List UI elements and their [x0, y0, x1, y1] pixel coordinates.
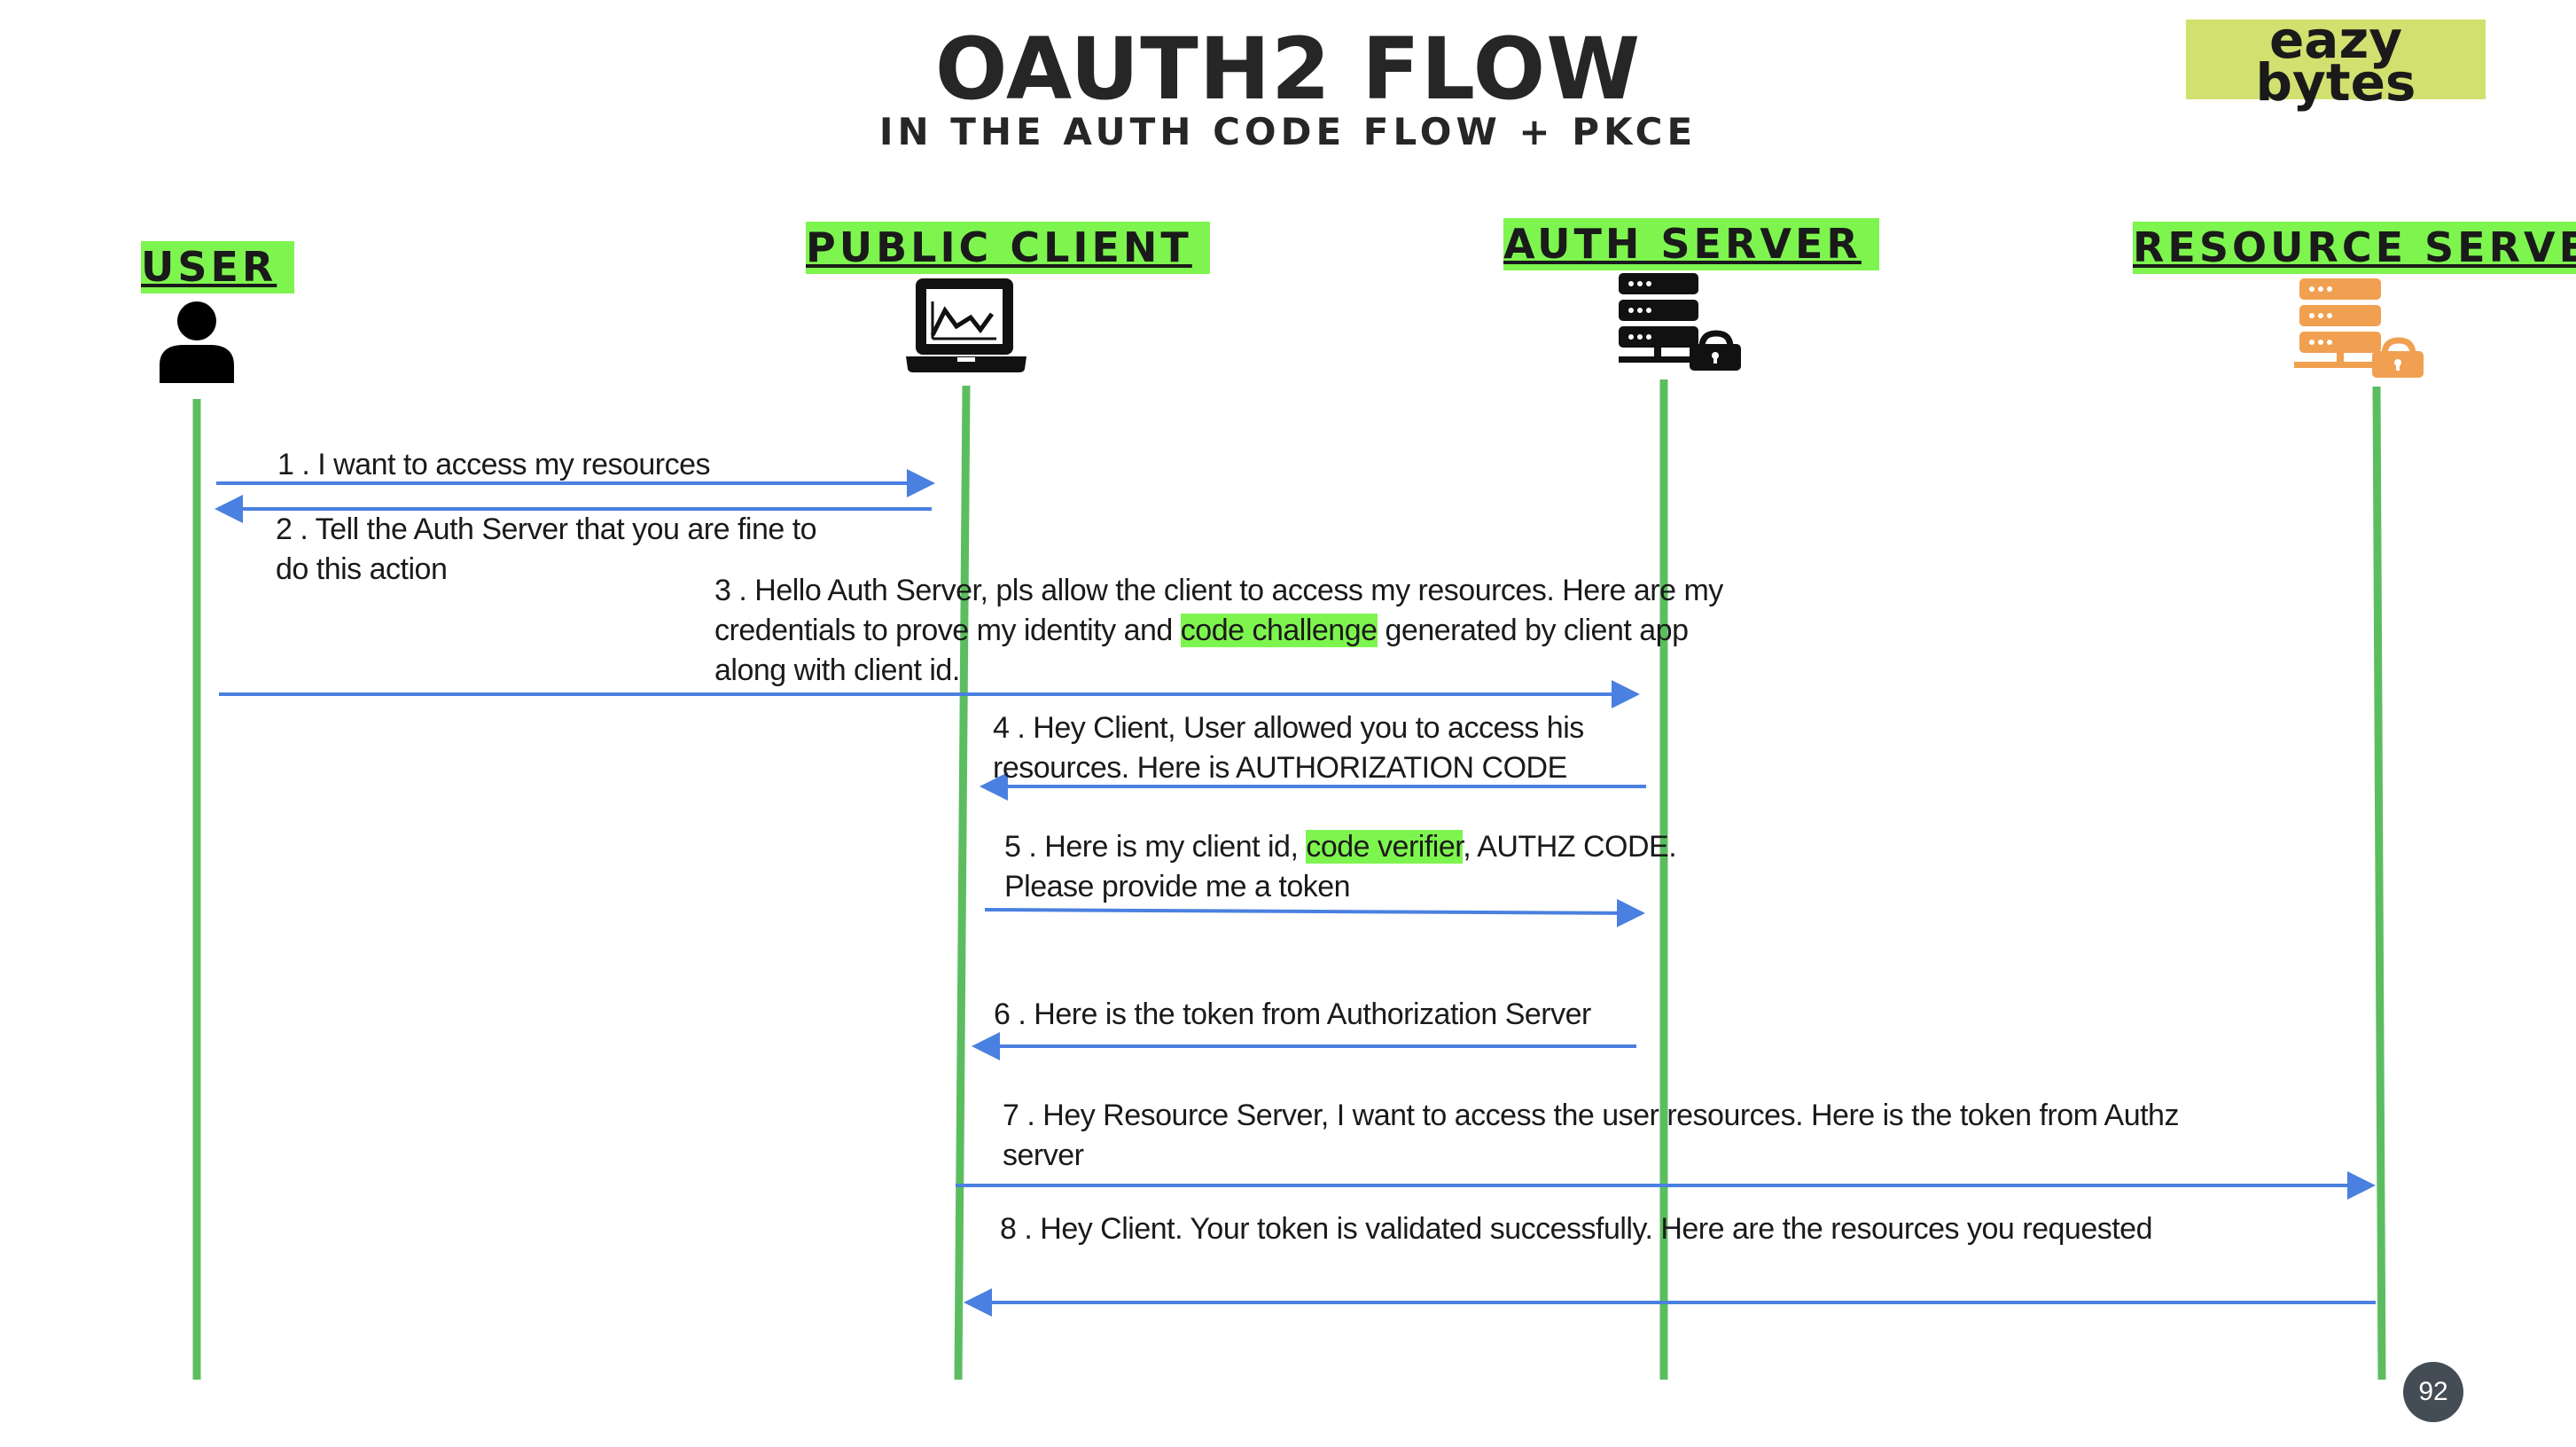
page-subtitle: IN THE AUTH CODE FLOW + PKCE — [878, 110, 1698, 153]
message-number: 1 — [277, 448, 294, 481]
message-number: 2 — [276, 512, 293, 546]
server-lock-icon — [2294, 278, 2424, 378]
message-number: 7 — [1003, 1099, 1019, 1132]
message-1: 1 . I want to access my resources — [277, 448, 711, 481]
message-text: Hello Auth Server, pls allow the client … — [714, 574, 1723, 647]
message-text: Hey Client, User allowed you to access h… — [993, 711, 1584, 785]
server-lock-icon — [1619, 273, 1741, 371]
message-number: 5 — [1004, 830, 1021, 864]
message-number: 3 — [714, 574, 731, 607]
message-text: I want to access my resources — [317, 448, 711, 481]
message-text: Hey Resource Server, I want to access th… — [1003, 1099, 2179, 1172]
logo-line-1: eazy — [2268, 10, 2403, 70]
code-verifier-highlight: code verifier — [1306, 830, 1464, 864]
actor-label-public-client: PUBLIC CLIENT — [806, 222, 1210, 274]
message-2: 2 . Tell the Auth Server that you are fi… — [276, 512, 817, 586]
actor-label-user: USER — [141, 241, 295, 293]
message-text: Here is the token from Authorization Ser… — [1034, 997, 1591, 1031]
message-text: Tell the Auth Server that you are fine t… — [276, 512, 817, 586]
message-4: 4 . Hey Client, User allowed you to acce… — [993, 711, 1584, 785]
laptop-chart-icon — [906, 278, 1026, 372]
actor-label-auth-server: AUTH SERVER — [1503, 218, 1879, 270]
message-8: 8 . Hey Client. Your token is validated … — [1000, 1212, 2152, 1246]
message-number: 8 — [1000, 1212, 1017, 1246]
message-7: 7 . Hey Resource Server, I want to acces… — [1003, 1099, 2179, 1172]
user-icon — [160, 301, 234, 383]
actor-label-resource-server: RESOURCE SERVER — [2133, 222, 2576, 274]
message-text: Hey Client. Your token is validated succ… — [1040, 1212, 2152, 1246]
code-challenge-highlight: code challenge — [1180, 614, 1378, 647]
message-text: generated by client app along with clien… — [714, 614, 1689, 687]
eazybytes-logo: eazy bytes — [2186, 10, 2486, 108]
message-text: , AUTHZ CODE. Please provide me a token — [1004, 830, 1677, 903]
arrow-5 — [984, 898, 1645, 927]
message-6: 6 . Here is the token from Authorization… — [994, 997, 1591, 1031]
message-number: 4 — [993, 711, 1010, 745]
message-3: 3 . Hello Auth Server, pls allow the cli… — [714, 574, 1723, 687]
page-title: OAUTH2 FLOW — [934, 20, 1642, 119]
message-number: 6 — [994, 997, 1011, 1031]
message-5: 5 . Here is my client id, code verifier,… — [1004, 830, 1677, 903]
message-text: Here is my client id, — [1044, 830, 1299, 864]
page-number-badge: 92 — [2403, 1362, 2463, 1422]
lifeline-public-client — [954, 385, 971, 1381]
lifeline-resource-server — [2372, 386, 2386, 1381]
logo-line-2: bytes — [2255, 52, 2416, 113]
